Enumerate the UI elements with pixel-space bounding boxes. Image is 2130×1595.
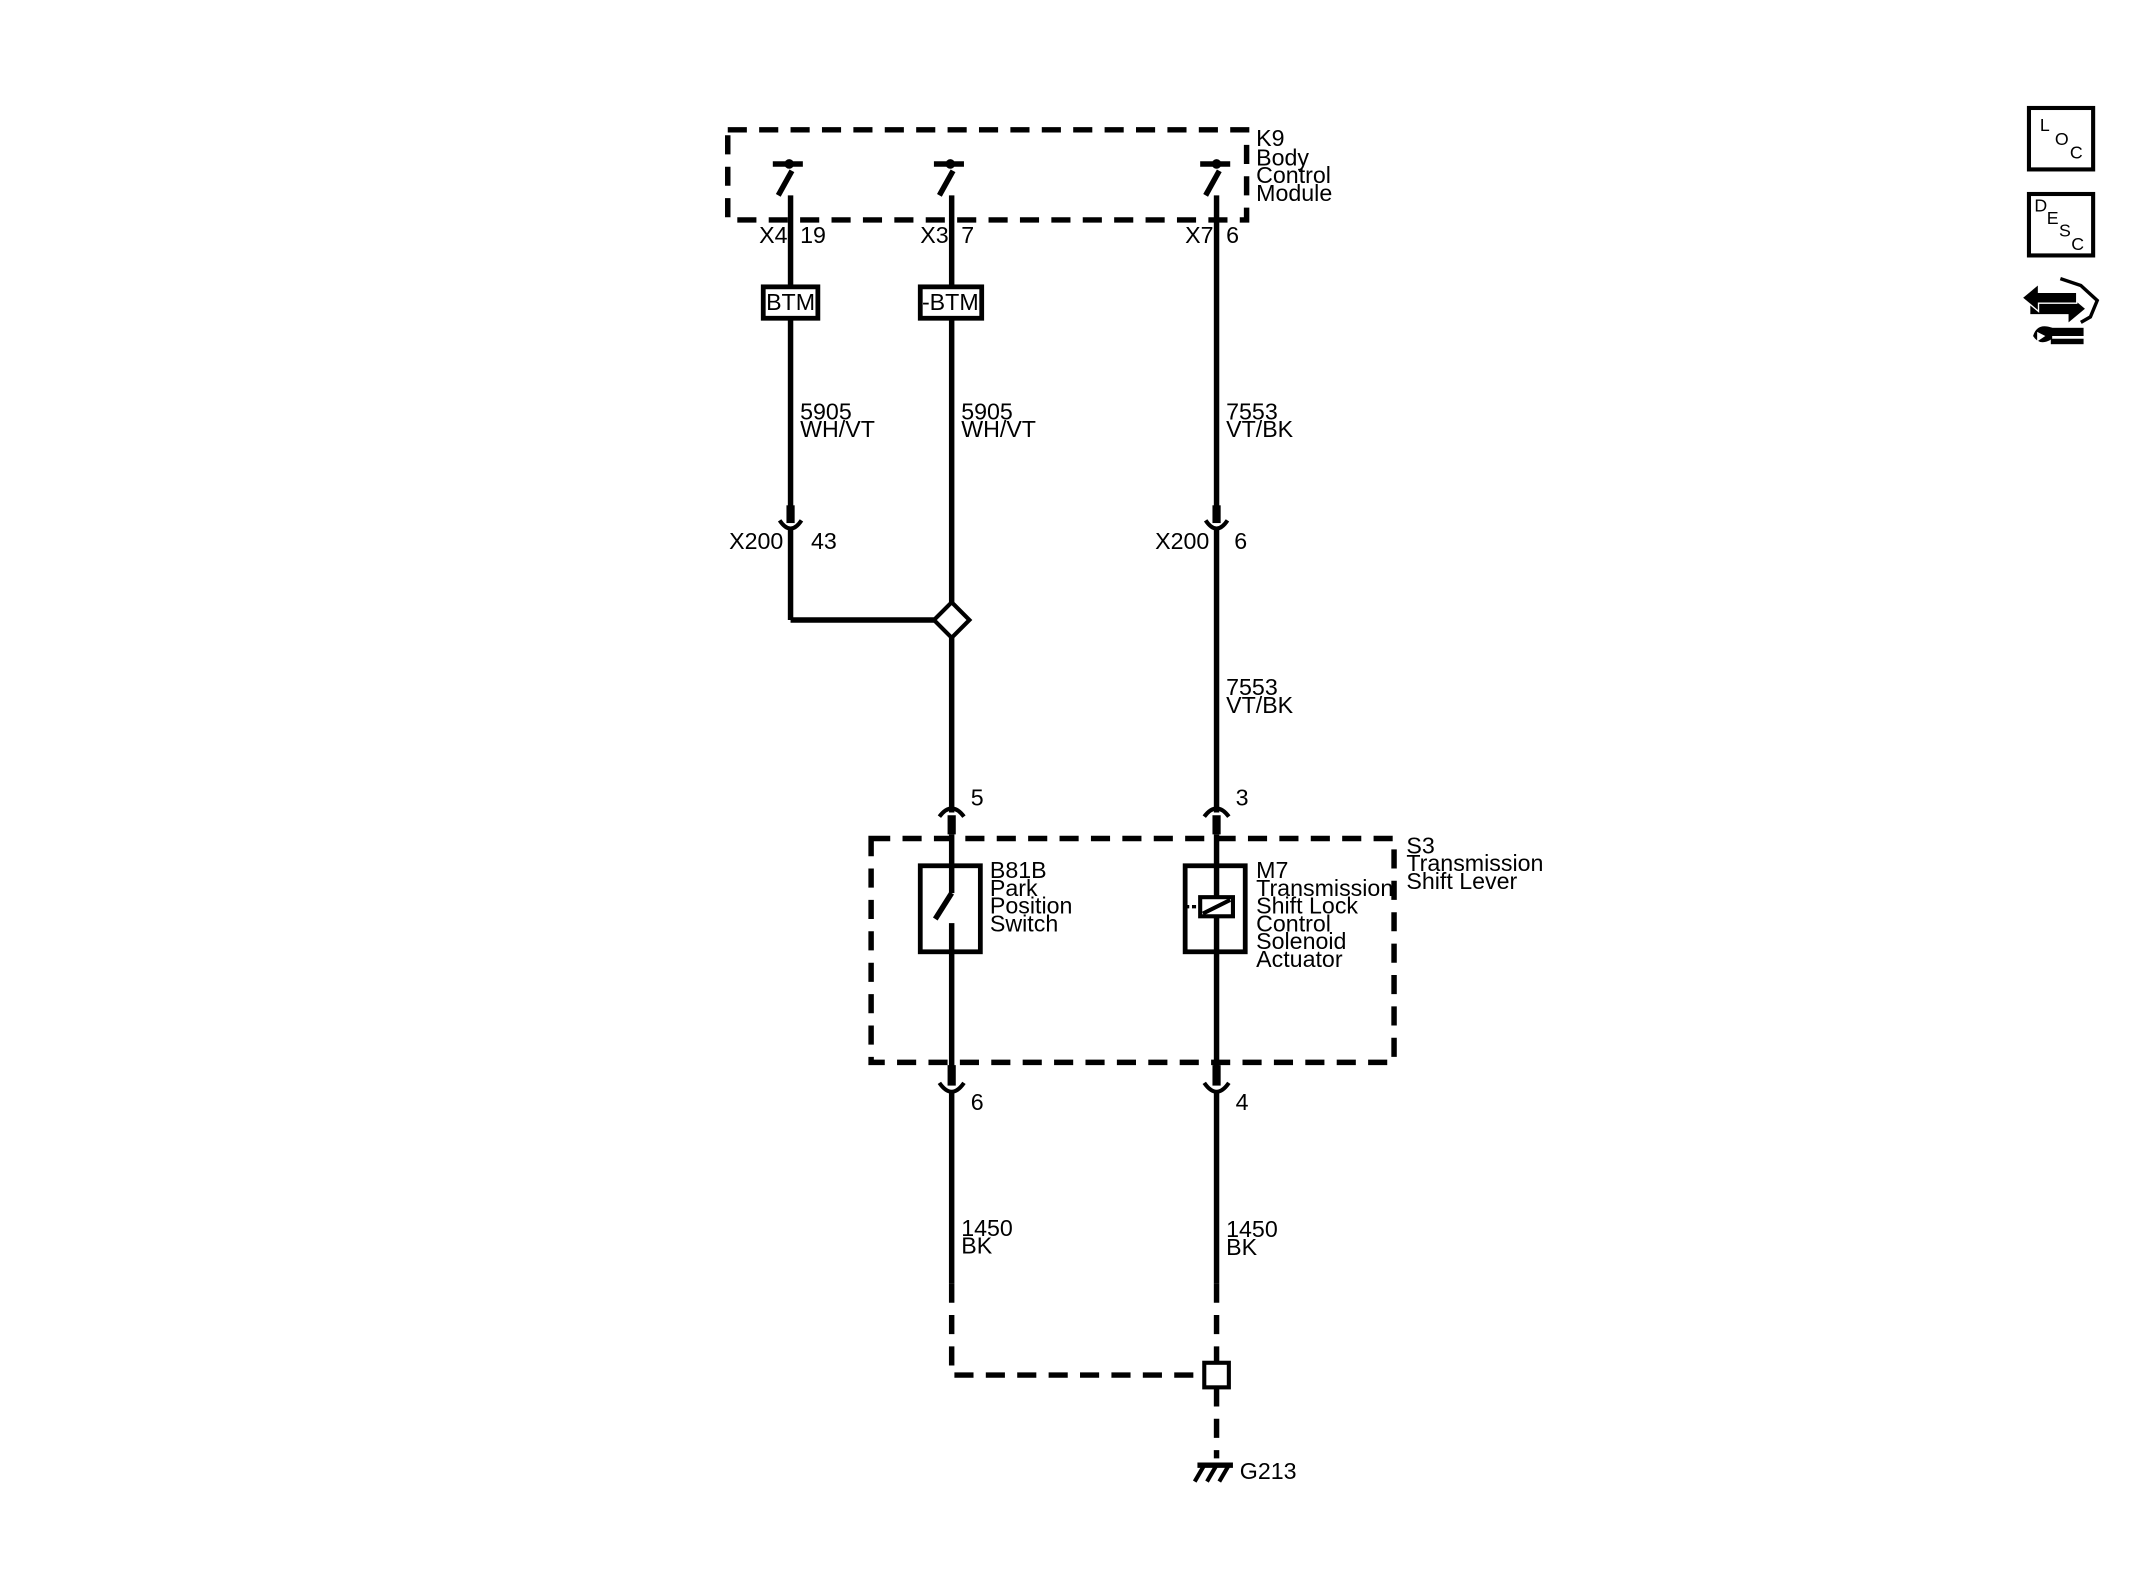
loc-button[interactable]: L O C bbox=[2026, 105, 2096, 172]
btm-tag[interactable]: BTM bbox=[760, 284, 821, 321]
wire-7553-lower-color: VT/BK bbox=[1226, 692, 1294, 718]
s3-pin5-label: 5 bbox=[971, 785, 984, 811]
m7-name-line3: Control bbox=[1256, 910, 1331, 936]
s3-pin5-connector[interactable] bbox=[937, 806, 966, 835]
s3-module[interactable]: S3 Transmission Shift Lever bbox=[868, 832, 1543, 1066]
s3-pin3-connector[interactable] bbox=[1202, 806, 1231, 835]
s3-pin6-label: 6 bbox=[971, 1089, 984, 1115]
splice-diamond[interactable] bbox=[931, 599, 973, 641]
b81b-name-line3: Switch bbox=[990, 910, 1058, 936]
x200-43-pin-label: 43 bbox=[811, 528, 837, 554]
desc-letter-d: D bbox=[2034, 196, 2047, 216]
x200-43-connector-label: X200 bbox=[729, 528, 783, 554]
wire-7553-lower-circuit: 7553 bbox=[1226, 674, 1278, 700]
k9-x7-pin-label: 6 bbox=[1226, 222, 1239, 248]
s3-module-name-line2: Shift Lever bbox=[1406, 868, 1517, 894]
wire-1450-left-color: BK bbox=[961, 1233, 992, 1259]
m7-name-line1: Transmission bbox=[1256, 875, 1393, 901]
wire-5905-left-circuit: 5905 bbox=[800, 398, 852, 424]
k9-module[interactable]: K9 Body Control Module bbox=[725, 125, 1333, 223]
ground-id-label: G213 bbox=[1240, 1458, 1297, 1484]
s3-pin3-label: 3 bbox=[1236, 785, 1249, 811]
btm-tag-label: BTM bbox=[766, 289, 815, 315]
k9-switch-x3 bbox=[933, 159, 964, 197]
s3-module-name-line1: Transmission bbox=[1406, 850, 1543, 876]
wire-7553-upper-color: VT/BK bbox=[1226, 416, 1294, 442]
k9-x4-pin-label: 19 bbox=[800, 222, 826, 248]
b81b-park-position-switch[interactable] bbox=[917, 863, 983, 955]
b81b-name-line2: Position bbox=[990, 893, 1073, 919]
ground-symbol-icon[interactable] bbox=[1192, 1462, 1233, 1483]
k9-x3-connector-label: X3 bbox=[920, 222, 948, 248]
x200-6-pin-label: 6 bbox=[1234, 528, 1247, 554]
btm-tag-box bbox=[760, 284, 821, 321]
b81b-name-line1: Park bbox=[990, 875, 1038, 901]
s3-pin4-label: 4 bbox=[1236, 1089, 1249, 1115]
b81b-id: B81B bbox=[990, 857, 1047, 883]
neg-btm-tag-label: -BTM bbox=[922, 289, 979, 315]
m7-name-line5: Actuator bbox=[1256, 946, 1343, 972]
x200-pin43-connector[interactable] bbox=[777, 505, 804, 531]
loc-letter-o: O bbox=[2055, 129, 2069, 149]
navigation-arrows-icon[interactable] bbox=[2021, 277, 2100, 324]
ground-splice-square[interactable] bbox=[1202, 1360, 1231, 1390]
k9-x3-pin-label: 7 bbox=[961, 222, 974, 248]
k9-module-id: K9 bbox=[1256, 125, 1284, 151]
wire-1450-right-color: BK bbox=[1226, 1234, 1257, 1260]
loc-letter-c: C bbox=[2070, 143, 2083, 163]
wire-5905-middle-color: WH/VT bbox=[961, 416, 1036, 442]
k9-switch-x4 bbox=[772, 159, 803, 197]
neg-btm-tag[interactable]: -BTM bbox=[917, 284, 985, 321]
m7-id: M7 bbox=[1256, 857, 1288, 883]
s3-pin6-connector[interactable] bbox=[937, 1065, 966, 1094]
wire-5905-left-color: WH/VT bbox=[800, 416, 875, 442]
wire-7553-upper-circuit: 7553 bbox=[1226, 398, 1278, 424]
k9-module-name-line3: Module bbox=[1256, 180, 1332, 206]
wire-1450-right-circuit: 1450 bbox=[1226, 1216, 1278, 1242]
k9-module-name-line1: Body bbox=[1256, 144, 1309, 170]
x200-6-connector-label: X200 bbox=[1155, 528, 1209, 554]
x200-pin6-connector[interactable] bbox=[1203, 505, 1230, 531]
m7-name-line2: Shift Lock bbox=[1256, 893, 1358, 919]
loc-letter-l: L bbox=[2040, 115, 2050, 135]
wire-1450-left-circuit: 1450 bbox=[961, 1215, 1013, 1241]
s3-module-id: S3 bbox=[1406, 832, 1434, 858]
desc-letter-c: C bbox=[2071, 234, 2084, 254]
desc-letter-s: S bbox=[2059, 220, 2071, 240]
desc-button[interactable]: D E S C bbox=[2026, 191, 2096, 258]
m7-name-line4: Solenoid bbox=[1256, 928, 1346, 954]
desc-letter-e: E bbox=[2047, 208, 2059, 228]
wrench-icon[interactable] bbox=[2033, 326, 2084, 345]
ground-path-left-dashed bbox=[948, 1283, 1205, 1378]
k9-module-name-line2: Control bbox=[1256, 162, 1331, 188]
wire-5905-middle-circuit: 5905 bbox=[961, 398, 1013, 424]
m7-shift-lock-solenoid[interactable] bbox=[1182, 863, 1248, 955]
s3-module-boundary bbox=[868, 835, 1397, 1066]
k9-x7-connector-label: X7 bbox=[1185, 222, 1213, 248]
s3-pin4-connector[interactable] bbox=[1202, 1065, 1231, 1094]
k9-x4-connector-label: X4 bbox=[759, 222, 787, 248]
k9-switch-x7 bbox=[1200, 159, 1231, 197]
k9-module-boundary bbox=[725, 127, 1250, 223]
